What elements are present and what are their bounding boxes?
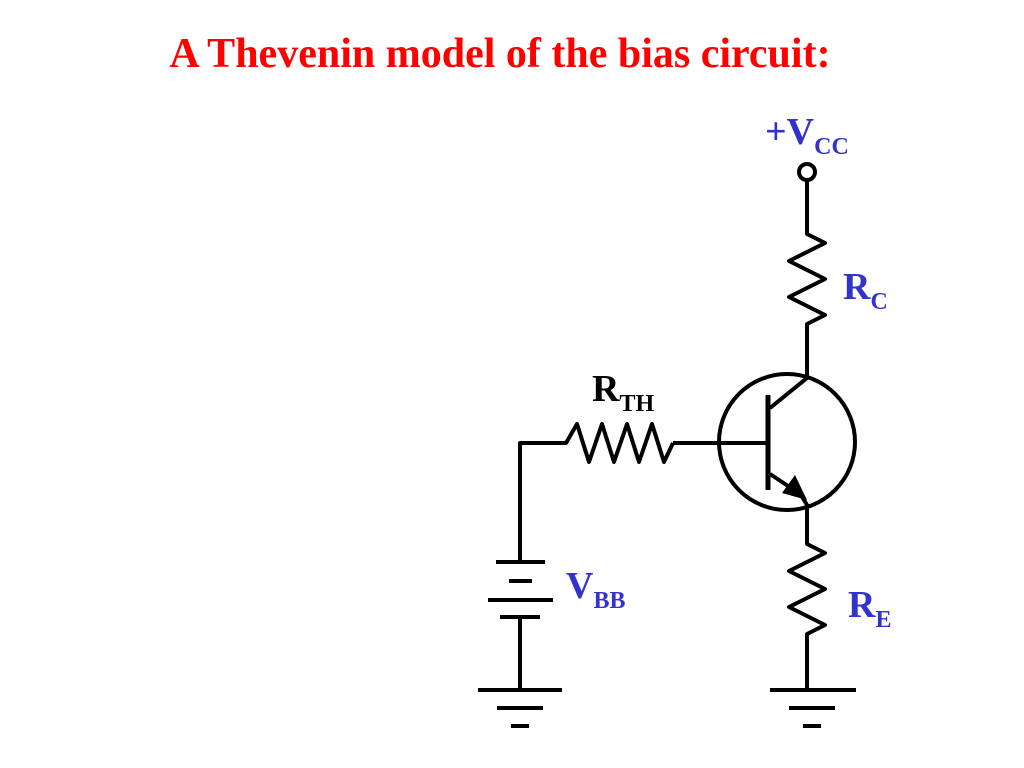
emitter-lead: [799, 493, 809, 538]
re-resistor: [787, 538, 827, 690]
label-vbb: VBB: [566, 565, 626, 614]
label-rc: RC: [843, 266, 888, 315]
label-re: RE: [848, 584, 892, 633]
vcc-terminal: [797, 162, 817, 182]
slide-title: A Thevenin model of the bias circuit:: [169, 31, 831, 77]
emitter-arrow: [782, 475, 807, 500]
label-rth: RTH: [592, 368, 655, 417]
rc-resistor: [787, 228, 827, 338]
label-vcc: +VCC: [765, 111, 849, 160]
rth-resistor: [518, 422, 675, 562]
